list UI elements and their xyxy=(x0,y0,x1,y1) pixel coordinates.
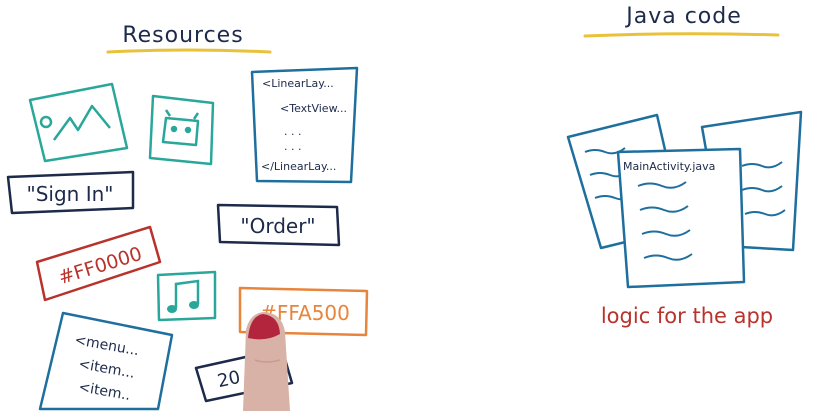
red-color-box: #FF0000 xyxy=(35,225,162,302)
main-activity-filename: MainActivity.java xyxy=(623,160,715,173)
java-code-heading: Java code xyxy=(624,4,742,29)
pointing-finger xyxy=(243,312,290,411)
layout-line-1: <LinearLay... xyxy=(262,77,334,90)
menu-line-3: <item.. xyxy=(77,379,131,404)
java-caption: logic for the app xyxy=(601,304,773,328)
sign-in-string-box: "Sign In" xyxy=(6,170,135,215)
layout-line-3: . . . xyxy=(284,125,301,138)
java-code-underline xyxy=(583,32,780,38)
android-image-icon xyxy=(148,94,215,166)
resources-underline xyxy=(106,48,272,54)
menu-line-2: <item... xyxy=(77,356,136,382)
image-resource-icon xyxy=(28,82,129,163)
music-resource-icon xyxy=(156,270,217,322)
main-activity-file: MainActivity.java xyxy=(616,147,746,289)
sign-in-string: "Sign In" xyxy=(27,182,114,206)
order-string-box: "Order" xyxy=(216,203,341,247)
order-string: "Order" xyxy=(240,214,315,238)
menu-line-1: <menu... xyxy=(73,332,140,359)
resources-heading: Resources xyxy=(122,23,243,48)
layout-line-5: </LinearLay... xyxy=(261,160,336,173)
layout-line-2: <TextView... xyxy=(280,102,347,115)
layout-xml-card: <LinearLay... <TextView... . . . . . . <… xyxy=(250,66,359,184)
orange-color-box: #FFA500 xyxy=(238,286,369,337)
menu-xml-card: <menu... <item... <item.. xyxy=(38,311,174,411)
layout-line-4: . . . xyxy=(284,140,301,153)
